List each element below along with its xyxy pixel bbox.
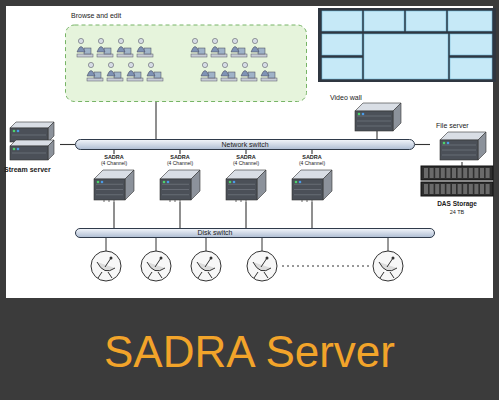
user-figure: [201, 62, 217, 81]
user-figure: [261, 62, 277, 81]
node-label: Disk switch: [75, 229, 355, 237]
disk-rack: [421, 166, 493, 180]
screen-array: [318, 8, 496, 82]
cable-stub: [307, 200, 308, 202]
wall-shape: [318, 8, 496, 131]
user-figure: [117, 38, 133, 57]
connector-line: [311, 150, 312, 154]
diagram-title: SADRA Server: [104, 327, 395, 377]
server-icon: [160, 170, 200, 200]
server-icon: [226, 170, 266, 200]
network-switch: Network switch: [75, 139, 415, 150]
satellite-dish: [373, 251, 403, 281]
cable-stub: [109, 200, 110, 202]
user-figure: [97, 38, 113, 57]
node-label: SADRA: [222, 154, 270, 160]
user-figure: [211, 38, 227, 57]
server-icon: [94, 170, 134, 200]
user-figure: [147, 62, 163, 81]
cable-stub: [241, 200, 242, 202]
video-wall: Video wall: [318, 8, 496, 131]
connector-line: [245, 150, 246, 154]
connector-line: [415, 144, 430, 145]
user-figure: [127, 62, 143, 81]
node-label: SADRA: [90, 154, 138, 160]
das-storage: DAS Storage 24 TB: [420, 166, 494, 218]
connector-line: [179, 150, 180, 154]
sadra-server: SADRA(4 Channel): [222, 154, 270, 202]
node-label: SADRA: [156, 154, 204, 160]
cable-stub: [114, 200, 115, 202]
user-figure: [107, 62, 123, 81]
file-server: File server: [430, 122, 494, 162]
group-shape: [65, 12, 307, 102]
stream-server: Stream server: [4, 122, 60, 180]
sadra-server: SADRA(4 Channel): [288, 154, 336, 202]
server-icon: [10, 122, 54, 142]
cable-stub: [175, 200, 176, 202]
connector-line: [155, 102, 156, 139]
cable-stub: [246, 200, 247, 202]
satellite-dish: [191, 251, 221, 281]
server-icon: [440, 132, 486, 160]
connector-line: [113, 150, 114, 154]
node-label: File server: [436, 122, 469, 130]
user-figure: [191, 38, 207, 57]
satellite-dish: [247, 251, 277, 281]
cable-stub: [236, 200, 237, 202]
dotted-line: [282, 266, 370, 267]
satellite-dish: [141, 251, 171, 281]
sadra-server: SADRA(4 Channel): [156, 154, 204, 202]
cable-stub: [312, 200, 313, 202]
satellite-dish: [91, 251, 121, 281]
user-figure: [251, 38, 267, 57]
node-label: 24 TB: [420, 209, 494, 215]
node-label: Stream server: [4, 166, 60, 174]
disk-rack: [421, 182, 493, 196]
node-label: SADRA: [288, 154, 336, 160]
cable-stub: [104, 200, 105, 202]
connector-line: [311, 202, 312, 228]
dish-wires: [106, 238, 388, 251]
server-icon: [355, 103, 401, 131]
cable-stub: [180, 200, 181, 202]
cable-stub: [302, 200, 303, 202]
node-label: Network switch: [75, 141, 415, 149]
server-icon: [292, 170, 332, 200]
white-panel: [6, 6, 493, 298]
user-figure: [241, 62, 257, 81]
cable-stub: [170, 200, 171, 202]
connector-line: [179, 202, 180, 228]
connector-line: [245, 202, 246, 228]
client-group: Browse and edit: [65, 12, 307, 102]
node-label: (4 Channel): [288, 161, 336, 167]
user-figure: [77, 38, 93, 57]
node-label: DAS Storage: [420, 200, 494, 207]
node-label: Browse and edit: [71, 12, 121, 20]
user-figure: [231, 38, 247, 57]
connector-line: [461, 162, 462, 166]
switch-bus: [76, 140, 415, 150]
user-figure: [221, 62, 237, 81]
connector-line: [376, 131, 377, 139]
connector-line: [60, 144, 75, 145]
node-label: (4 Channel): [156, 161, 204, 167]
group-outline: [66, 25, 307, 102]
switch-bus: [76, 229, 435, 238]
node-label: Video wall: [330, 94, 362, 102]
band-shape: [75, 228, 435, 238]
user-figure: [87, 62, 103, 81]
user-figure: [137, 38, 153, 57]
disk-switch: Disk switch: [75, 228, 435, 238]
node-label: (4 Channel): [90, 161, 138, 167]
connector-line: [113, 202, 114, 228]
server-icon: [10, 140, 54, 160]
sadra-server: SADRA(4 Channel): [90, 154, 138, 202]
node-label: (4 Channel): [222, 161, 270, 167]
satellite-dishes: [91, 251, 403, 281]
